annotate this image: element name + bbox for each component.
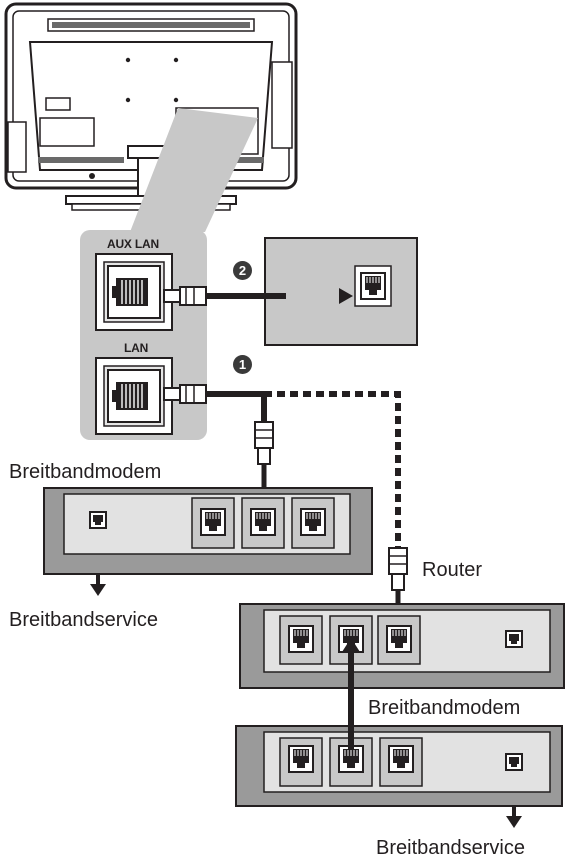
broadband-service-label-left: Breitbandservice: [9, 609, 158, 631]
router-modem-cable: [342, 638, 360, 750]
lan-port-panel: [80, 230, 207, 440]
aux-lan-label: AUX LAN: [107, 237, 159, 251]
step-1-badge: 1: [233, 355, 252, 374]
router-label: Router: [422, 559, 483, 581]
step-2-badge: 2: [233, 261, 252, 280]
lan-label: LAN: [124, 341, 149, 355]
broadband-modem-bottom: [235, 725, 563, 828]
broadband-modem-label-top: Breitbandmodem: [9, 461, 162, 483]
broadband-modem-top: [43, 487, 373, 596]
aux-cable: [163, 286, 353, 306]
broadband-modem-label-bottom: Breitbandmodem: [368, 697, 521, 719]
broadband-service-label-bottom: Breitbandservice: [376, 837, 525, 859]
router-device: [239, 603, 565, 689]
zoom-callout: [130, 108, 258, 232]
